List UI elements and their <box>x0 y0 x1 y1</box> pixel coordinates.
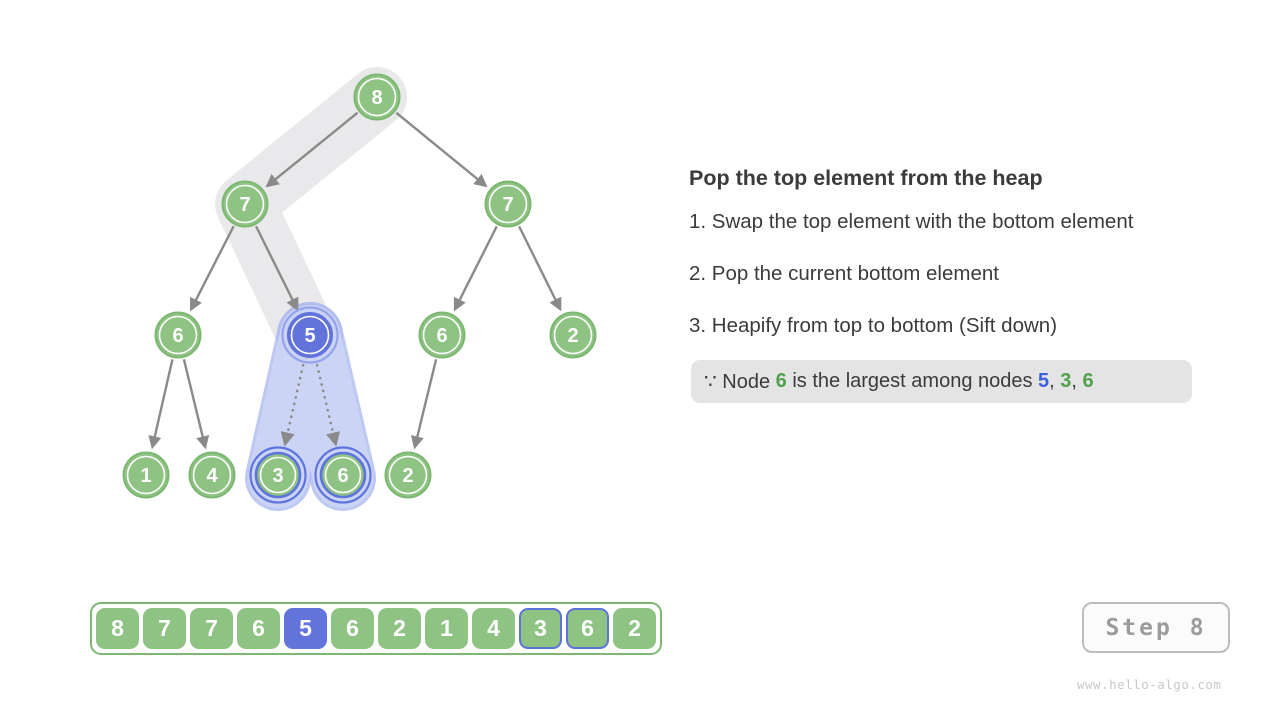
step-item-3: 3. Heapify from top to bottom (Sift down… <box>689 314 1058 337</box>
tree-node-value: 5 <box>304 325 315 347</box>
array-cell-6: 6 <box>237 608 280 649</box>
tree-node-2: 2 <box>384 451 432 499</box>
array-cell-6: 6 <box>566 608 609 649</box>
site-watermark: www.hello-algo.com <box>1077 677 1222 692</box>
array-cell-8: 8 <box>96 608 139 649</box>
tree-node-value: 2 <box>567 325 578 347</box>
tree-edge <box>410 359 438 450</box>
note-text: , <box>1049 370 1061 392</box>
note-node-ref: 6 <box>1082 370 1094 392</box>
tree-node-1: 1 <box>122 451 170 499</box>
note-text: ∵ Node <box>704 371 776 393</box>
tree-edge <box>190 225 235 312</box>
tree-edge <box>453 225 498 312</box>
tree-node-value: 4 <box>206 465 218 487</box>
note-node-ref: 5 <box>1038 370 1050 392</box>
tree-edge <box>182 359 210 450</box>
tree-node-8: 8 <box>353 73 401 121</box>
tree-node-3: 3 <box>249 446 307 504</box>
array-cell-5: 5 <box>284 608 327 649</box>
tree-node-value: 6 <box>436 325 447 347</box>
tree-node-value: 7 <box>502 194 513 216</box>
tree-node-2: 2 <box>549 311 597 359</box>
tree-node-6: 6 <box>154 311 202 359</box>
page-title: Pop the top element from the heap <box>689 166 1043 190</box>
step-counter-button[interactable]: Step 8 <box>1082 602 1230 653</box>
tree-node-6: 6 <box>418 311 466 359</box>
tree-edge <box>265 111 359 188</box>
tree-node-6: 6 <box>314 446 372 504</box>
array-cell-7: 7 <box>143 608 186 649</box>
tree-node-value: 3 <box>272 465 283 487</box>
step-item-2: 2. Pop the current bottom element <box>689 262 999 285</box>
tree-edge <box>518 225 562 312</box>
tree-node-value: 6 <box>337 465 348 487</box>
tree-edge <box>395 111 488 188</box>
array-cell-2: 2 <box>378 608 421 649</box>
compare-arrow <box>315 363 340 447</box>
tree-edge <box>148 359 174 450</box>
array-cell-7: 7 <box>190 608 233 649</box>
tree-node-value: 7 <box>239 194 250 216</box>
note-text: is the largest among nodes <box>786 370 1039 392</box>
array-cell-3: 3 <box>519 608 562 649</box>
note-node-ref: 6 <box>775 370 787 392</box>
tree-node-value: 1 <box>140 465 151 487</box>
tree-node-7: 7 <box>484 180 532 228</box>
tree-node-value: 8 <box>371 87 382 109</box>
tree-edge <box>255 225 299 312</box>
tree-node-value: 6 <box>172 325 183 347</box>
tree-node-5: 5 <box>281 306 339 364</box>
array-cell-1: 1 <box>425 608 468 649</box>
note-text: , <box>1071 370 1083 392</box>
array-cell-2: 2 <box>613 608 656 649</box>
tree-nodes: 8 7 7 6 5 6 2 1 4 3 6 2 <box>122 73 597 504</box>
step-item-1: 1. Swap the top element with the bottom … <box>689 210 1134 233</box>
reason-note: ∵ Node 6 is the largest among nodes 5, 3… <box>691 360 1192 403</box>
compare-arrow <box>280 363 305 447</box>
tree-node-value: 2 <box>402 465 413 487</box>
tree-node-7: 7 <box>221 180 269 228</box>
note-node-ref: 3 <box>1060 370 1072 392</box>
heap-tree-diagram: 8 7 7 6 5 6 2 1 4 3 6 2 <box>122 67 597 511</box>
array-cell-4: 4 <box>472 608 515 649</box>
tree-edges <box>148 111 562 450</box>
tree-node-4: 4 <box>188 451 236 499</box>
array-cell-6: 6 <box>331 608 374 649</box>
